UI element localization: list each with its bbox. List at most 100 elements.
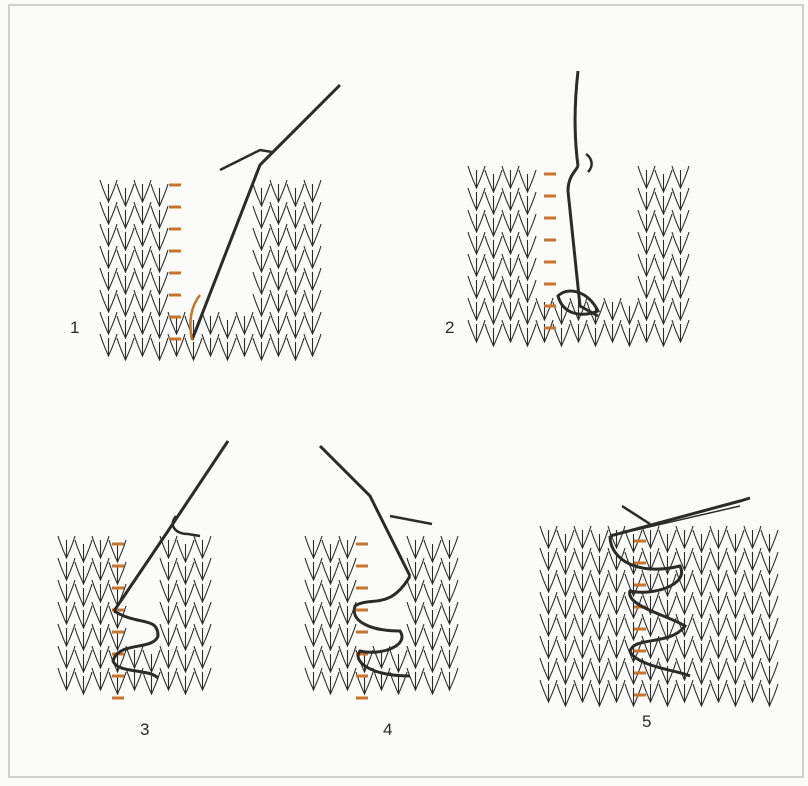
knit-stitch xyxy=(117,294,134,316)
knit-stitch xyxy=(424,562,441,584)
knit-stitch xyxy=(591,530,608,552)
knit-stitch xyxy=(253,228,270,250)
knit-stitch xyxy=(305,624,322,646)
knit-stitch xyxy=(160,558,177,580)
knit-stitch xyxy=(177,584,194,606)
knit-stitch xyxy=(322,672,339,694)
knit-stitch xyxy=(75,628,92,650)
knit-stitch xyxy=(160,580,177,602)
knit-stitch xyxy=(151,250,168,272)
step-5-figure xyxy=(540,486,800,726)
knit-stitch xyxy=(761,552,778,574)
knit-stitch xyxy=(655,258,672,280)
knit-stitch xyxy=(591,684,608,706)
knit-stitch xyxy=(727,662,744,684)
knit-stitch xyxy=(519,192,536,214)
knit-stitch xyxy=(761,684,778,706)
knit-stitch xyxy=(676,592,693,614)
knit-stitch xyxy=(194,646,211,668)
knit-stitch xyxy=(100,290,117,312)
knit-stitch xyxy=(177,650,194,672)
knit-stitch xyxy=(693,530,710,552)
knit-stitch xyxy=(236,312,253,334)
knit-stitch xyxy=(659,640,676,662)
knit-stitch xyxy=(608,592,625,614)
knit-stitch xyxy=(557,596,574,618)
knit-stitch xyxy=(591,640,608,662)
knit-stitch xyxy=(744,548,761,570)
knit-stitch xyxy=(540,570,557,592)
knit-stitch xyxy=(744,636,761,658)
knit-stitch xyxy=(574,548,591,570)
knit-stitch xyxy=(134,202,151,224)
knit-stitch xyxy=(219,316,236,338)
knit-stitch xyxy=(659,552,676,574)
step-3-figure xyxy=(58,436,288,726)
knit-stitch xyxy=(134,180,151,202)
knit-stitch xyxy=(676,680,693,702)
knit-stitch xyxy=(672,210,689,232)
knit-stitch xyxy=(519,170,536,192)
knit-stitch xyxy=(304,268,321,290)
knit-stitch xyxy=(642,526,659,548)
knit-stitch xyxy=(574,680,591,702)
knit-stitch xyxy=(519,280,536,302)
knit-stitch xyxy=(287,272,304,294)
knit-stitch xyxy=(287,250,304,272)
knit-stitch xyxy=(655,192,672,214)
knit-stitch xyxy=(604,320,621,342)
knit-stitch xyxy=(75,650,92,672)
knit-stitch xyxy=(253,338,270,360)
knit-stitch xyxy=(693,552,710,574)
knit-stitch xyxy=(468,254,485,276)
knit-stitch xyxy=(519,258,536,280)
knit-stitch xyxy=(100,334,117,356)
knit-stitch xyxy=(92,668,109,690)
knit-stitch xyxy=(134,224,151,246)
knit-stitch xyxy=(761,574,778,596)
knit-stitch xyxy=(339,624,356,646)
knit-stitch xyxy=(407,646,424,668)
knit-stitch xyxy=(92,602,109,624)
knit-stitch xyxy=(194,580,211,602)
knit-stitch xyxy=(519,236,536,258)
knit-stitch xyxy=(58,646,75,668)
knit-stitch xyxy=(160,668,177,690)
seam-yarn-icon xyxy=(634,541,646,695)
knit-stitch xyxy=(304,312,321,334)
knit-stitch xyxy=(744,658,761,680)
knit-stitch xyxy=(727,684,744,706)
knit-stitch xyxy=(655,170,672,192)
tapestry-needle-icon xyxy=(610,498,750,676)
knit-stitch xyxy=(468,276,485,298)
knit-stitch xyxy=(710,526,727,548)
knit-stitch xyxy=(304,246,321,268)
knit-stitch xyxy=(202,334,219,356)
knit-stitch xyxy=(177,540,194,562)
knit-stitch xyxy=(177,606,194,628)
knit-stitch xyxy=(676,636,693,658)
knit-stitch xyxy=(710,680,727,702)
knit-stitch xyxy=(693,574,710,596)
knit-stitch xyxy=(92,580,109,602)
knit-stitch xyxy=(100,202,117,224)
knit-stitch xyxy=(519,302,536,324)
knit-stitch xyxy=(727,640,744,662)
knit-fabric-icon xyxy=(305,536,458,694)
knit-stitch xyxy=(134,268,151,290)
step-label-3: 3 xyxy=(140,720,149,740)
knit-stitch xyxy=(540,548,557,570)
knit-stitch xyxy=(339,668,356,690)
knit-stitch xyxy=(441,668,458,690)
knit-stitch xyxy=(638,320,655,342)
knit-stitch xyxy=(485,192,502,214)
knit-stitch xyxy=(540,614,557,636)
knit-stitch xyxy=(177,672,194,694)
step-label-2: 2 xyxy=(445,318,454,338)
knit-stitch xyxy=(58,668,75,690)
knit-stitch xyxy=(185,338,202,360)
knit-fabric-icon xyxy=(540,526,778,706)
knit-stitch xyxy=(441,580,458,602)
knit-stitch xyxy=(117,228,134,250)
knit-stitch xyxy=(642,680,659,702)
